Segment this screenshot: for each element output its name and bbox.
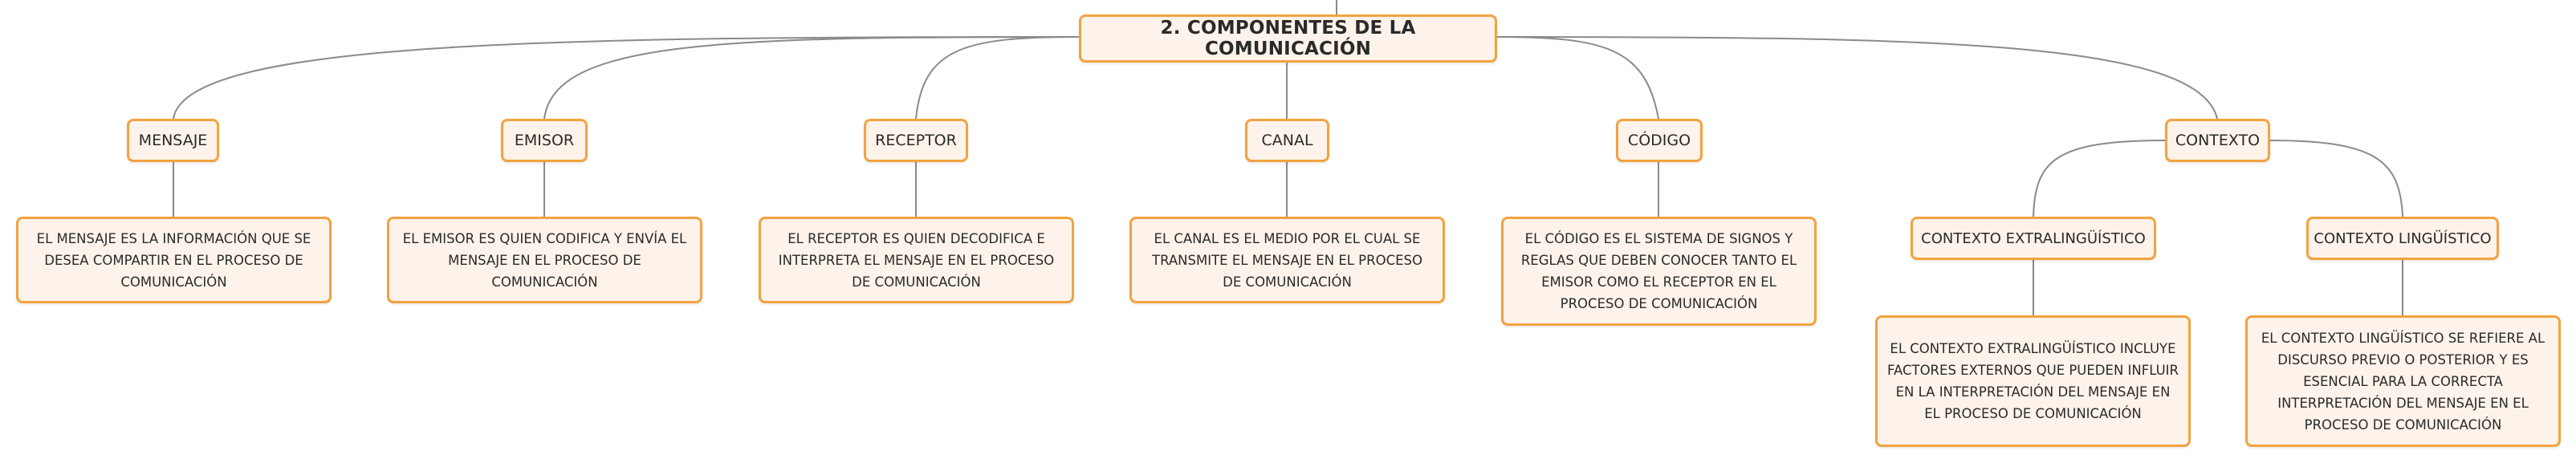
description-canal[interactable]: EL CANAL ES EL MEDIO POR EL CUAL SE TRAN… bbox=[1129, 217, 1445, 303]
topic-label: RECEPTOR bbox=[875, 132, 957, 149]
topic-label: CANAL bbox=[1261, 132, 1313, 149]
topic-label: EMISOR bbox=[514, 132, 575, 149]
topic-label: CÓDIGO bbox=[1627, 132, 1691, 149]
subtopic-label: CONTEXTO EXTRALINGÜÍSTICO bbox=[1921, 229, 2146, 247]
root-label: 2. COMPONENTES DE LA COMUNICACIÓN bbox=[1160, 18, 1416, 59]
topic-receptor[interactable]: RECEPTOR bbox=[864, 119, 968, 162]
description-mensaje[interactable]: EL MENSAJE ES LA INFORMACIÓN QUE SE DESE… bbox=[16, 217, 332, 303]
description-text: EL CÓDIGO ES EL SISTEMA DE SIGNOS Y REGL… bbox=[1520, 231, 1797, 311]
description-contexto-extralinguistico[interactable]: EL CONTEXTO EXTRALINGÜÍSTICO INCLUYE FAC… bbox=[1875, 315, 2191, 447]
description-contexto-linguistico[interactable]: EL CONTEXTO LINGÜÍSTICO SE REFIERE AL DI… bbox=[2245, 315, 2561, 447]
topic-canal[interactable]: CANAL bbox=[1245, 119, 1329, 162]
description-text: EL EMISOR ES QUIEN CODIFICA Y ENVÍA EL M… bbox=[402, 230, 687, 290]
description-text: EL CONTEXTO EXTRALINGÜÍSTICO INCLUYE FAC… bbox=[1887, 341, 2179, 421]
topic-contexto[interactable]: CONTEXTO bbox=[2165, 119, 2270, 162]
topic-label: CONTEXTO bbox=[2175, 132, 2261, 149]
subtopic-contexto-extralinguistico[interactable]: CONTEXTO EXTRALINGÜÍSTICO bbox=[1911, 217, 2156, 260]
topic-codigo[interactable]: CÓDIGO bbox=[1616, 119, 1703, 162]
topic-emisor[interactable]: EMISOR bbox=[501, 119, 588, 162]
description-codigo[interactable]: EL CÓDIGO ES EL SISTEMA DE SIGNOS Y REGL… bbox=[1501, 217, 1817, 326]
description-text: EL CONTEXTO LINGÜÍSTICO SE REFIERE AL DI… bbox=[2261, 330, 2545, 433]
root-node[interactable]: 2. COMPONENTES DE LA COMUNICACIÓN bbox=[1079, 14, 1497, 63]
topic-mensaje[interactable]: MENSAJE bbox=[127, 119, 219, 162]
subtopic-contexto-linguistico[interactable]: CONTEXTO LINGÜÍSTICO bbox=[2306, 217, 2499, 260]
subtopic-label: CONTEXTO LINGÜÍSTICO bbox=[2314, 229, 2492, 247]
topic-label: MENSAJE bbox=[138, 132, 208, 149]
description-text: EL RECEPTOR ES QUIEN DECODIFICA E INTERP… bbox=[778, 230, 1055, 290]
description-emisor[interactable]: EL EMISOR ES QUIEN CODIFICA Y ENVÍA EL M… bbox=[387, 217, 702, 303]
description-text: EL CANAL ES EL MEDIO POR EL CUAL SE TRAN… bbox=[1152, 230, 1422, 290]
description-text: EL MENSAJE ES LA INFORMACIÓN QUE SE DESE… bbox=[36, 230, 311, 290]
description-receptor[interactable]: EL RECEPTOR ES QUIEN DECODIFICA E INTERP… bbox=[759, 217, 1074, 303]
